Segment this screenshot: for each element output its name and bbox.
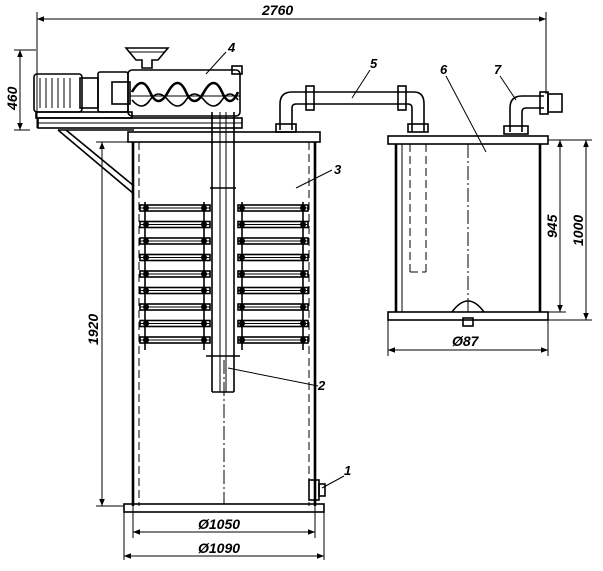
plate-bolt	[143, 271, 149, 277]
central-pipe	[206, 112, 240, 393]
column-height-label: 1920	[85, 314, 101, 345]
tank-height-inner-label: 945	[544, 214, 560, 238]
dimension-overall-width: 2760	[36, 2, 547, 128]
callout-6: 6	[440, 62, 448, 77]
dimension-motor-height: 460	[4, 49, 36, 131]
outlet-elbow	[503, 91, 563, 135]
support-bracket	[57, 129, 135, 195]
callout-7: 7	[494, 62, 502, 77]
outlet-valve	[308, 479, 326, 501]
callout-1: 1	[344, 463, 351, 478]
screw-feeder	[124, 47, 243, 117]
plate-bolt	[143, 337, 149, 343]
right-tank	[387, 135, 549, 327]
inner-diameter-label: Ø1050	[198, 516, 240, 532]
callouts: 1 2 3 4 5 6 7	[205, 40, 517, 489]
callout-5: 5	[370, 56, 378, 71]
outer-diameter-label: Ø1090	[198, 540, 240, 556]
tank-diameter-label: Ø87	[452, 333, 480, 349]
plate-bolt	[143, 238, 149, 244]
plates-stack	[139, 204, 309, 344]
overall-width-label: 2760	[261, 2, 293, 18]
plate-bolt	[143, 254, 149, 261]
callout-3: 3	[334, 162, 342, 177]
main-column	[123, 131, 325, 513]
plate-rods	[144, 202, 304, 350]
dimension-column-height: 1920	[85, 141, 130, 507]
plate-bolt	[143, 205, 149, 211]
callout-4: 4	[227, 40, 236, 55]
motor-height-label: 460	[4, 86, 20, 111]
plate-bolt	[143, 304, 149, 310]
dimension-column-diameters: Ø1050 Ø1090	[123, 506, 325, 560]
plate-bolt	[143, 320, 149, 327]
dimension-tank-heights: 945 1000	[544, 139, 592, 321]
tank-height-outer-label: 1000	[570, 215, 586, 246]
dimension-tank-diameter: Ø87	[387, 320, 549, 356]
plate-bolt	[143, 287, 149, 294]
motor-drive	[33, 71, 243, 129]
plate-bolt	[143, 221, 149, 228]
connecting-pipe	[275, 85, 429, 133]
callout-2: 2	[317, 378, 326, 393]
